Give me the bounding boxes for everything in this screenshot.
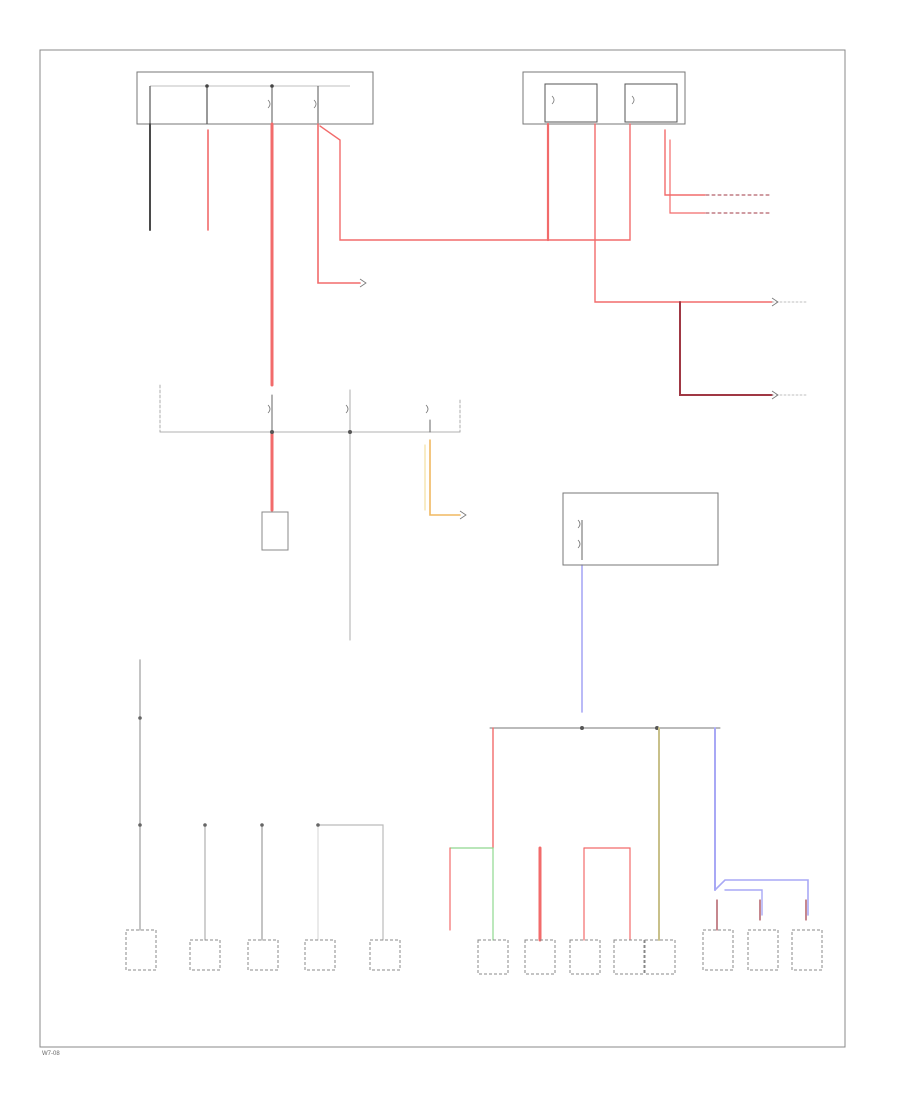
component-b [189,939,221,971]
battery-fuse-box [136,71,374,125]
top-right-fuse-box [522,71,686,125]
component-ign-2 [524,939,556,975]
wire-red-cross [319,123,631,241]
wires [138,122,809,942]
components [125,511,823,975]
wire-red-top-a [664,129,706,196]
fuses [267,95,635,549]
component-h [747,929,779,971]
component-c [247,939,279,971]
fuse-block-middle-right [562,492,719,566]
component-e [369,939,401,971]
wire-red-connector [317,123,361,284]
wire-darkred-right [679,301,773,396]
connector-marks [359,278,779,520]
component-i [791,929,823,971]
component-a [125,929,157,971]
component-f [644,939,676,975]
page-frame [39,49,846,1048]
component-ign-3 [569,939,601,975]
component-ign-1 [477,939,509,975]
component-electronic-relay [261,511,289,551]
wire-red-right-a [594,123,773,303]
wire-orange [429,439,461,516]
component-d [304,939,336,971]
wire-red-top-b [669,139,706,214]
footer-code: W7-08 [42,1051,60,1057]
component-ign-4 [613,939,645,975]
component-g [702,929,734,971]
